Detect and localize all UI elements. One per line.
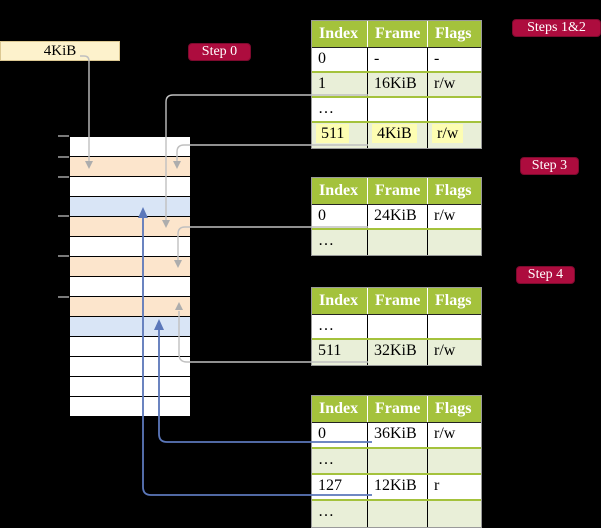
index-cell: 0 <box>312 48 368 71</box>
frame-cell: 16KiB <box>368 73 428 96</box>
flags-cell <box>428 315 481 338</box>
index-cell: … <box>312 315 368 338</box>
flags-cell <box>428 230 481 255</box>
memory-frame-row <box>70 317 190 337</box>
column-header-flags: Flags <box>435 25 472 42</box>
address-tick <box>58 296 69 298</box>
column-header-index: Index <box>312 178 368 204</box>
memory-frame-row <box>70 177 190 197</box>
column-header-frame: Frame <box>368 21 428 47</box>
flags-cell: r/w <box>434 207 456 224</box>
physical-memory-stack <box>70 136 190 417</box>
badge-step-0: Step 0 <box>188 43 251 61</box>
table-row: … <box>312 501 481 527</box>
frame-cell <box>368 230 428 255</box>
address-tick <box>58 176 69 178</box>
frame-cell <box>368 449 428 473</box>
flags-cell <box>428 449 481 473</box>
flags-cell <box>428 501 481 527</box>
flags-cell: - <box>434 50 440 67</box>
frame-cell: - <box>368 48 428 71</box>
table-row: … <box>312 230 481 255</box>
memory-frame-row <box>70 297 190 317</box>
memory-frame-row <box>70 257 190 277</box>
memory-frame-row <box>70 237 190 257</box>
table-row: … <box>312 449 481 475</box>
frame-cell: 24KiB <box>368 205 428 228</box>
address-tick <box>58 135 69 137</box>
column-header-flags: Flags <box>435 182 472 199</box>
index-cell: 511 <box>312 123 368 148</box>
flags-cell <box>428 98 481 121</box>
index-cell: 511 <box>312 340 368 365</box>
index-cell: 0 <box>312 423 368 447</box>
column-header-index: Index <box>312 21 368 47</box>
address-tick <box>58 215 69 217</box>
highlighted-value: 511 <box>316 124 350 143</box>
flags-cell: r/w <box>434 75 456 92</box>
memory-frame-row <box>70 157 190 177</box>
memory-frame-row <box>70 277 190 297</box>
memory-frame-row <box>70 357 190 377</box>
frame-cell: 36KiB <box>368 423 428 447</box>
memory-frame-row <box>70 377 190 397</box>
root-table-pointer-box: 4KiB <box>0 41 120 61</box>
flags-cell: r/w <box>434 425 456 442</box>
index-cell: … <box>312 98 368 121</box>
column-header-index: Index <box>312 396 368 422</box>
flags-cell: r <box>434 477 440 494</box>
badge-steps-1-and-2: Steps 1&2 <box>512 19 601 37</box>
frame-cell <box>368 98 428 121</box>
index-cell: 0 <box>312 205 368 228</box>
table-row: … <box>312 315 481 340</box>
badge-step-4: Step 4 <box>516 266 575 284</box>
memory-frame-row <box>70 217 190 237</box>
highlighted-value: r/w <box>432 124 464 143</box>
column-header-frame: Frame <box>368 396 428 422</box>
column-header-frame: Frame <box>368 288 428 314</box>
frame-cell: 32KiB <box>368 340 428 365</box>
memory-frame-row <box>70 397 190 417</box>
table-row: 0-- <box>312 48 481 73</box>
table-row: 511 4KiB r/w <box>312 123 481 148</box>
flags-cell: r/w <box>428 123 481 148</box>
memory-frame-row <box>70 137 190 157</box>
index-cell: 1 <box>312 73 368 96</box>
badge-step-3: Step 3 <box>520 157 579 175</box>
index-cell: … <box>312 501 368 527</box>
index-cell: … <box>312 230 368 255</box>
highlighted-value: 4KiB <box>372 124 417 143</box>
column-header-flags: Flags <box>435 292 472 309</box>
index-cell: … <box>312 449 368 473</box>
table-row: … <box>312 98 481 123</box>
address-tick <box>58 156 69 158</box>
frame-cell <box>368 501 428 527</box>
frame-cell <box>368 315 428 338</box>
memory-frame-row <box>70 337 190 357</box>
column-header-frame: Frame <box>368 178 428 204</box>
column-header-index: Index <box>312 288 368 314</box>
address-tick <box>58 255 69 257</box>
flags-cell: r/w <box>434 342 456 359</box>
index-cell: 127 <box>312 475 368 499</box>
column-header-flags: Flags <box>435 400 472 417</box>
memory-frame-row <box>70 197 190 217</box>
frame-cell: 4KiB <box>368 123 428 148</box>
frame-cell: 12KiB <box>368 475 428 499</box>
root-table-pointer-label: 4KiB <box>43 43 77 59</box>
